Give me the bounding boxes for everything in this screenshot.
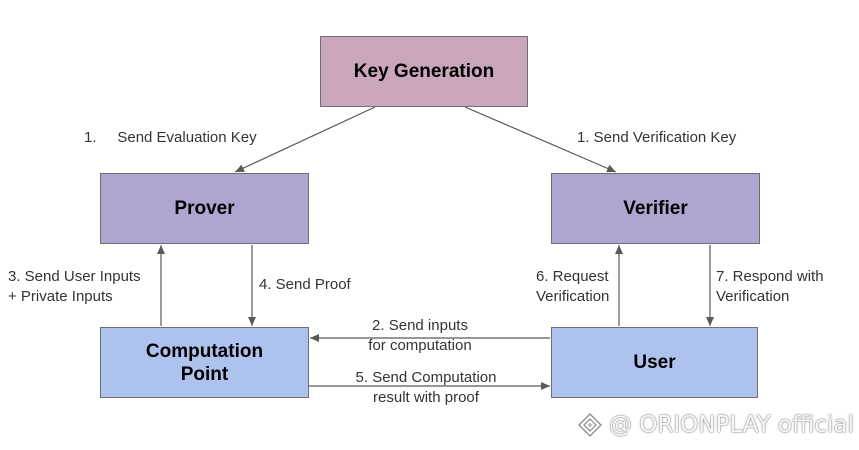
verifier-label: Verifier	[623, 198, 688, 219]
prover-node: Prover	[100, 173, 309, 244]
edge-label-request-verification: 6. Request Verification	[536, 268, 610, 305]
diamond-logo-icon	[578, 413, 602, 437]
edge-label-send-verification-key: 1. Send Verification Key	[577, 129, 737, 146]
watermark: @ ORIONPLAY official	[577, 408, 854, 442]
computation-point-node: Computation Point	[100, 327, 309, 398]
edge-label-send-evaluation-key: 1. Send Evaluation Key	[84, 129, 257, 146]
user-node: User	[551, 327, 758, 398]
edge-label-send-computation-result: 5. Send Computation result with proof	[355, 369, 497, 406]
edge-label-send-user-inputs: 3. Send User Inputs + Private Inputs	[8, 268, 141, 305]
edge-label-respond-with-verification: 7. Respond with Verification	[716, 268, 824, 305]
computation-point-label: Computation Point	[145, 340, 264, 385]
edge-label-send-proof: 4. Send Proof	[259, 276, 351, 293]
edge-keygen-to-prover	[234, 106, 376, 173]
verifier-node: Verifier	[551, 173, 760, 244]
user-label: User	[633, 352, 676, 373]
prover-label: Prover	[174, 198, 235, 219]
key-generation-label: Key Generation	[353, 61, 495, 82]
edge-keygen-to-verifier	[464, 106, 617, 173]
edge-label-send-inputs-for-computation: 2. Send inputs for computation	[368, 317, 472, 354]
watermark-text: @ ORIONPLAY official	[609, 412, 854, 438]
key-generation-node: Key Generation	[320, 36, 528, 107]
